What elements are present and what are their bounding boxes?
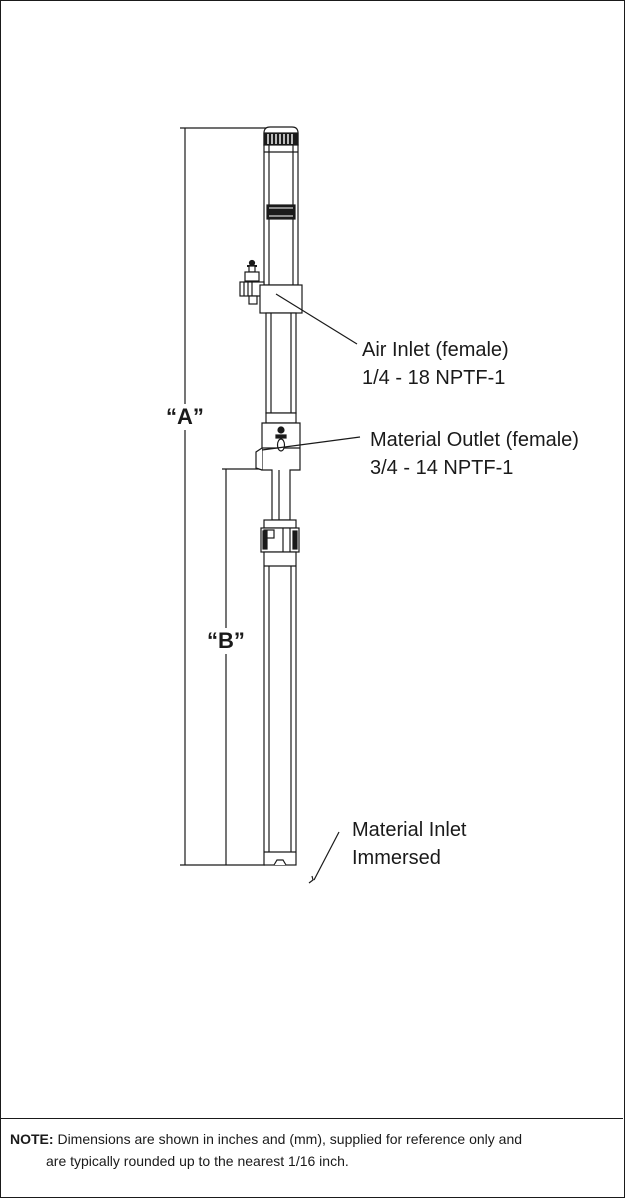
dimension-a-lines (180, 127, 268, 866)
material-outlet-title: Material Outlet (female) (370, 429, 579, 451)
air-inlet-valve (239, 259, 265, 305)
dimension-b-label: “B” (205, 628, 247, 654)
air-inlet-spec: 1/4 - 18 NPTF-1 (362, 367, 506, 389)
note-line-1: Dimensions are shown in inches and (mm),… (57, 1131, 523, 1147)
dimension-a-label: “A” (164, 404, 206, 430)
material-outlet-label: Material Outlet (female) 3/4 - 14 NPTF-1 (370, 426, 579, 482)
middle-tube (265, 312, 297, 414)
note-line-2: are typically rounded up to the nearest … (46, 1153, 349, 1169)
lower-tube (263, 551, 297, 866)
upper-collar (259, 284, 303, 314)
material-inlet-title: Material Inlet (352, 819, 467, 841)
note-prefix: NOTE: (10, 1131, 54, 1147)
dimension-b-lines (222, 468, 262, 865)
material-outlet-spec: 3/4 - 14 NPTF-1 (370, 457, 514, 479)
pump-cap (263, 126, 299, 146)
aro-badge (266, 204, 296, 220)
reference-note: NOTE: Dimensions are shown in inches and… (10, 1128, 610, 1172)
air-inlet-label: Air Inlet (female) 1/4 - 18 NPTF-1 (362, 336, 509, 392)
material-inlet-state: Immersed (352, 847, 441, 869)
air-inlet-title: Air Inlet (female) (362, 339, 509, 361)
material-inlet-label: Material Inlet Immersed (352, 816, 467, 872)
material-outlet-body (255, 412, 301, 521)
leader-lines (261, 293, 361, 884)
lower-coupling (260, 519, 300, 553)
note-divider (0, 1118, 623, 1119)
